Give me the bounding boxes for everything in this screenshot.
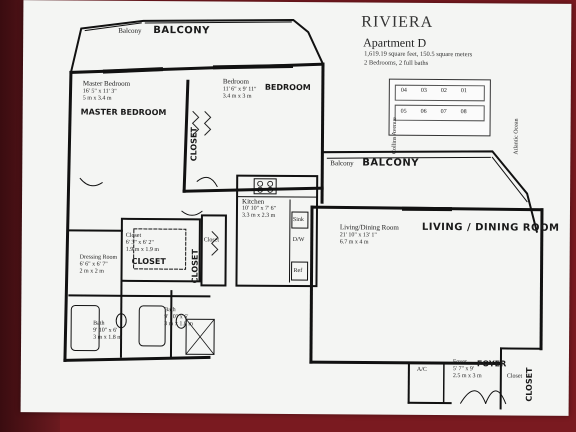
closet-small-label: Closet [203, 237, 220, 244]
foyer-handwritten: FOYER [476, 359, 507, 369]
foyer-label: Foyer [452, 359, 467, 366]
ac-label: A/C [416, 366, 427, 373]
street-left-label: Collins Avenue [391, 117, 399, 155]
foyer-dims: 5' 7" x 9' [452, 366, 475, 373]
living-dining-dims: 21' 10" x 13' 1" [339, 232, 377, 239]
balcony-top-label: Balcony [118, 26, 142, 35]
brand-title: RIVIERA [361, 13, 434, 31]
key-plan: Collins Avenue Atlantic Ocean 04 03 02 0… [380, 73, 520, 155]
unit-label: 08 [460, 109, 467, 116]
unit-label: 01 [460, 88, 467, 95]
sink-label: Sink [292, 216, 304, 224]
closet-center-dims: 6' 3" x 6' 2" [125, 239, 154, 247]
kitchen-dims-metric: 3.3 m x 2.3 m [241, 212, 276, 219]
bath1-label: Bath [93, 320, 105, 327]
dressing-room-dims-metric: 2 m x 2 m [79, 268, 104, 275]
wall-living-south [309, 360, 503, 365]
wall-south-left [63, 355, 211, 362]
bedroom-label: Bedroom [222, 77, 249, 86]
bath2-dims: 9' 10" x 6' [164, 314, 189, 321]
living-dining-handwritten: LIVING / DINING ROOM [421, 221, 560, 234]
bath1-dims-metric: 3 m x 1.8 m [93, 334, 122, 341]
balcony-top-handwritten: BALCONY [153, 24, 210, 37]
closet-foyer-label: Closet [506, 373, 523, 380]
closet-center-label: Closet [125, 232, 142, 239]
master-bedroom-dims-metric: 5 m x 3.4 m [82, 95, 112, 102]
master-bedroom-dims: 16' 5" x 11' 3" [82, 88, 117, 95]
master-bedroom-label: Master Bedroom [82, 79, 131, 88]
bathtub-2 [138, 305, 166, 347]
wall-bedroom-divider [182, 79, 190, 193]
wall-living-west [309, 205, 314, 364]
unit-label: 02 [440, 88, 447, 95]
closet-handwritten-bedroom: CLOSET [189, 127, 199, 162]
dressing-room-dims: 6' 6" x 6' 7" [79, 261, 108, 268]
unit-label: 06 [420, 108, 427, 115]
kitchen-outline [235, 174, 319, 288]
balcony-right-handwritten: BALCONY [362, 157, 420, 169]
dressing-room-label: Dressing Room [79, 254, 118, 261]
area-text: 1,619.19 square feet, 150.5 square meter… [364, 50, 473, 59]
closet-center-outline [120, 217, 201, 283]
wall-living-east [539, 208, 544, 351]
closet-handwritten-center: CLOSET [190, 249, 200, 284]
dishwasher-label: D/W [292, 236, 305, 244]
kitchen-dims: 10' 10" x 7' 6" [241, 205, 277, 212]
bedroom-dims: 11' 6" x 9' 11" [222, 86, 257, 93]
balcony-top-outline [69, 18, 325, 74]
floor-plan-drawing [63, 18, 544, 410]
living-dining-label: Living/Dining Room [339, 223, 399, 232]
balcony-right-label: Balcony [330, 159, 354, 168]
bath1-dims: 9' 10" x 6' [93, 327, 118, 334]
bedroom-handwritten: BEDROOM [264, 82, 311, 93]
closet-center-dims-metric: 1.9 m x 1.9 m [125, 246, 160, 254]
foyer-dims-metric: 2.5 m x 3 m [452, 373, 482, 380]
refrigerator-label: Ref [293, 267, 303, 275]
closet-handwritten-foyer: CLOSET [524, 367, 534, 402]
unit-label: 04 [400, 87, 407, 94]
ac-box [407, 362, 445, 404]
floor-plan-sheet: RIVIERA Apartment D 1,619.19 square feet… [20, 0, 572, 416]
unit-label: 05 [400, 108, 407, 115]
unit-label: 07 [440, 109, 447, 116]
wall-bedroom-east [320, 62, 325, 204]
bathtub-1 [70, 304, 100, 352]
apartment-title: Apartment D [363, 35, 427, 50]
unit-label: 03 [420, 87, 427, 94]
rooms-text: 2 Bedrooms, 2 full baths [363, 59, 429, 67]
street-right-label: Atlantic Ocean [513, 118, 520, 155]
living-dining-dims-metric: 6.7 m x 4 m [339, 239, 369, 246]
bath2-dims-metric: 3 m x 1.8 m [164, 321, 194, 328]
stove [253, 178, 277, 195]
master-bedroom-handwritten: MASTER BEDROOM [80, 107, 167, 118]
wall-west [63, 70, 73, 362]
bath2-label: Bath [164, 307, 176, 314]
bedroom-dims-metric: 3.4 m x 3 m [222, 93, 252, 100]
balcony-right-outline [321, 150, 539, 233]
closet-center-handwritten: CLOSET [131, 256, 166, 267]
